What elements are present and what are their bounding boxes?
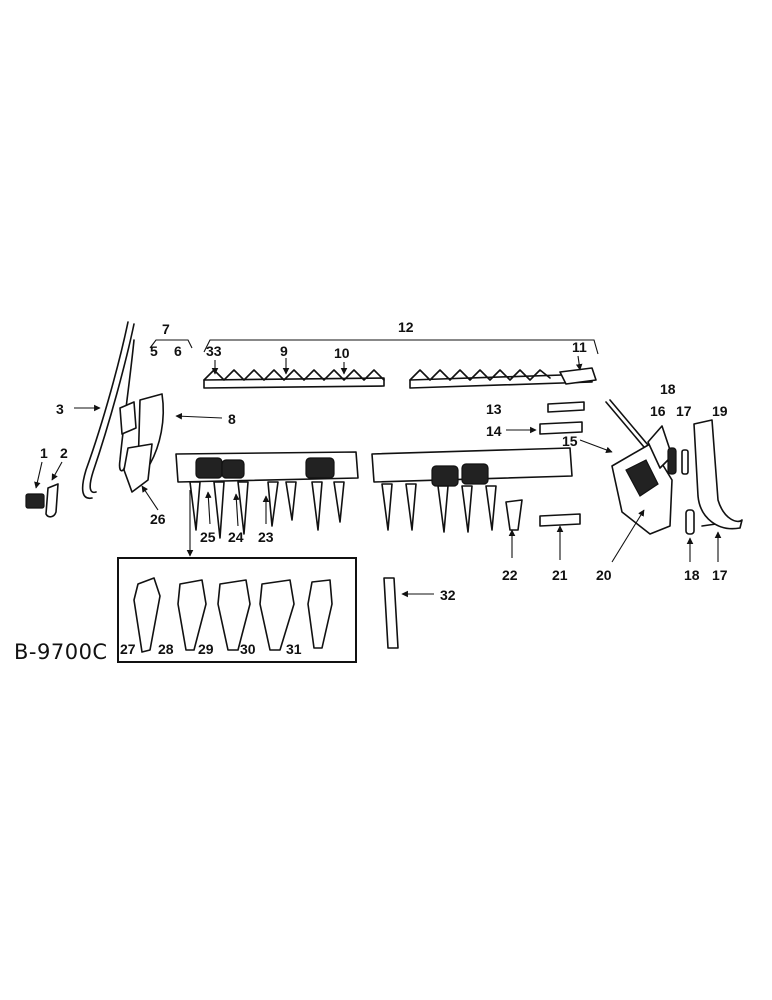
callout-26: 26 [150, 511, 166, 527]
part-section-32 [383, 577, 399, 649]
part-pin-18a [667, 447, 677, 475]
callout-33: 33 [206, 343, 222, 359]
part-rod [81, 321, 135, 499]
callout-19: 19 [712, 403, 728, 419]
callout-21: 21 [552, 567, 568, 583]
callout-28: 28 [158, 641, 174, 657]
callout-17-top: 17 [676, 403, 692, 419]
callout-2: 2 [60, 445, 68, 461]
part-plate-13 [547, 401, 585, 413]
callout-13: 13 [486, 401, 502, 417]
callout-17-bottom: 17 [712, 567, 728, 583]
callout-18-top: 18 [660, 381, 676, 397]
callout-10: 10 [334, 345, 350, 361]
callout-20: 20 [596, 567, 612, 583]
part-guard-22 [505, 499, 523, 531]
part-plate-21 [539, 513, 581, 527]
callout-12: 12 [398, 319, 414, 335]
part-knife-right [409, 367, 597, 389]
part-arm-19 [693, 419, 743, 530]
part-knife-left [203, 369, 385, 389]
callout-7: 7 [162, 321, 170, 337]
callout-8: 8 [228, 411, 236, 427]
part-end-guard [118, 339, 165, 493]
bracket-7 [149, 339, 193, 349]
callout-30: 30 [240, 641, 256, 657]
figure-code: B-9700C [14, 640, 108, 664]
callout-29: 29 [198, 641, 214, 657]
callout-11: 11 [572, 339, 587, 355]
callout-14: 14 [486, 423, 502, 439]
part-guard-bar-left [175, 451, 359, 539]
bracket-12 [203, 339, 599, 355]
callout-18-bottom: 18 [684, 567, 700, 583]
callout-5: 5 [150, 343, 158, 359]
callout-6: 6 [174, 343, 182, 359]
callout-31: 31 [286, 641, 302, 657]
part-small-block [25, 493, 45, 509]
part-pin-18b [685, 509, 695, 535]
callout-23: 23 [258, 529, 274, 545]
callout-27: 27 [120, 641, 136, 657]
callout-24: 24 [228, 529, 244, 545]
callout-9: 9 [280, 343, 288, 359]
part-guard-bar-right [371, 447, 573, 533]
callout-32: 32 [440, 587, 456, 603]
part-clip [45, 483, 59, 518]
callout-16: 16 [650, 403, 666, 419]
part-plate-14 [539, 421, 583, 435]
part-pin-17a [681, 449, 689, 475]
callout-25: 25 [200, 529, 216, 545]
guard-variants-box [117, 557, 357, 663]
callout-1: 1 [40, 445, 48, 461]
callout-3: 3 [56, 401, 64, 417]
callout-15: 15 [562, 433, 578, 449]
callout-22: 22 [502, 567, 518, 583]
part-drive-head [605, 399, 673, 535]
guard-variants [133, 577, 333, 653]
